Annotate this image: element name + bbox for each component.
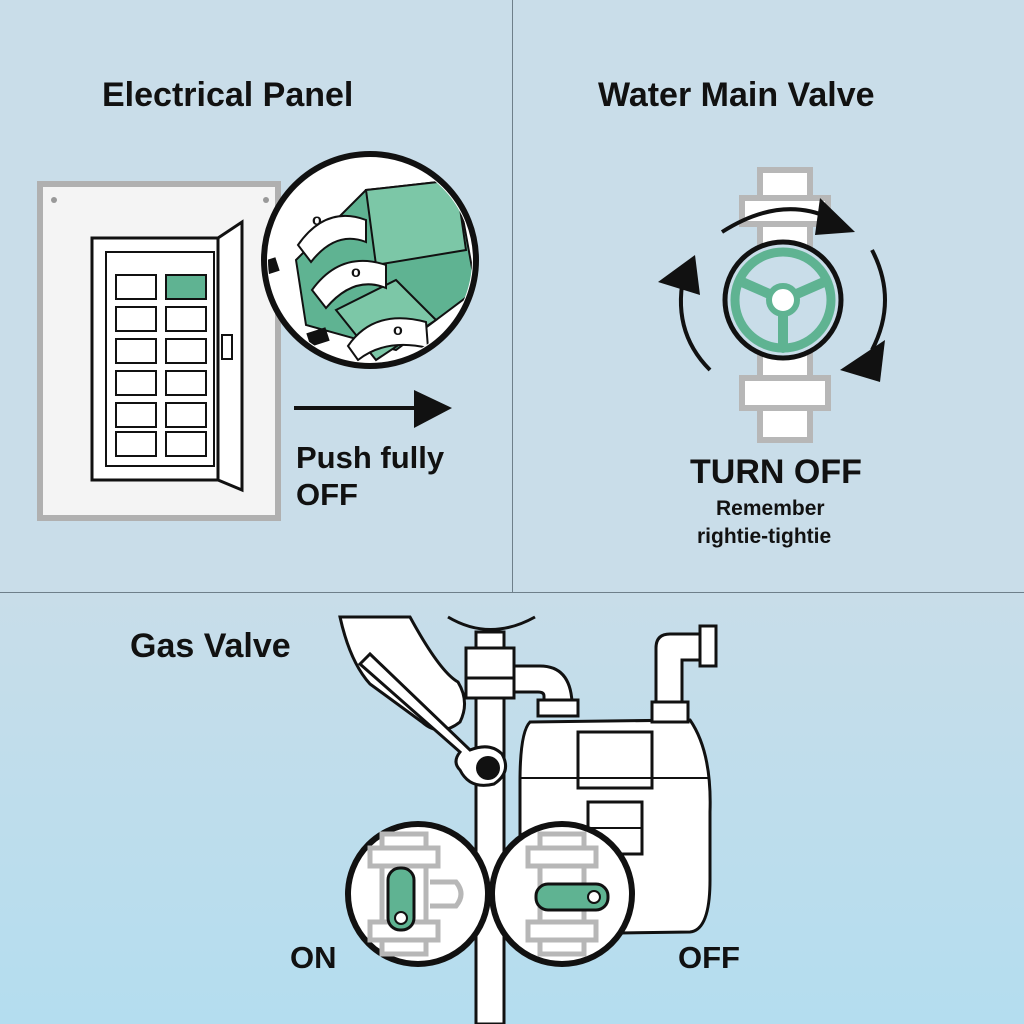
wrench-icon — [357, 651, 508, 787]
off-label: OFF — [296, 477, 358, 512]
hand-icon — [338, 615, 466, 732]
breaker-mark-1: o — [312, 212, 322, 229]
rotation-arrow-right — [870, 249, 887, 351]
valve-handle-on — [386, 866, 416, 932]
water-valve-illustration — [658, 167, 887, 443]
panel-screw — [263, 197, 269, 203]
electrical-panel-title: Electrical Panel — [102, 76, 354, 114]
electrical-panel-illustration — [37, 151, 479, 521]
gas-off-label: OFF — [678, 940, 740, 975]
gas-valve-off-circle — [489, 821, 635, 967]
horizontal-divider — [0, 592, 1024, 593]
panel-screw — [51, 197, 57, 203]
breaker-grid — [115, 274, 207, 457]
gas-valve-on-circle — [345, 821, 491, 967]
door-latch — [221, 334, 233, 360]
gas-valve-title: Gas Valve — [130, 627, 291, 665]
remember-label: Remember — [716, 497, 825, 520]
pipe-fitting-bottom — [739, 375, 831, 411]
push-arrow-head — [414, 390, 452, 428]
valve-handle-off — [534, 882, 610, 912]
push-fully-label: Push fully — [296, 440, 445, 475]
gas-meter-illustration — [338, 615, 718, 1024]
vertical-divider — [512, 0, 513, 592]
meter-dial-window — [576, 730, 654, 790]
breaker-mark-2: o — [351, 264, 361, 281]
turn-off-label: TURN OFF — [690, 453, 862, 491]
rightie-tightie-label: rightie-tightie — [697, 525, 832, 548]
breaker-mark-3: o — [393, 322, 403, 339]
valve-hub — [766, 283, 800, 317]
gas-on-label: ON — [290, 940, 337, 975]
water-valve-title: Water Main Valve — [598, 76, 875, 114]
